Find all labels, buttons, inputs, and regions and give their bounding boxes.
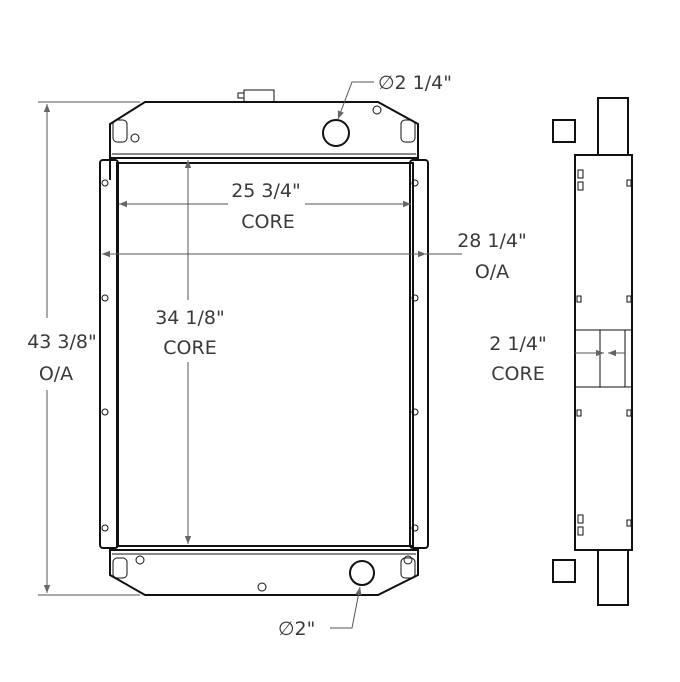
filler-neck — [243, 89, 275, 103]
core-height-note: CORE — [163, 337, 216, 359]
outlet-diameter-label: ∅2" — [278, 618, 315, 640]
outlet-circle — [349, 560, 375, 586]
top-tank — [109, 101, 419, 180]
core-width-label: 25 3/4" — [231, 180, 301, 202]
core-width-note: CORE — [241, 211, 294, 233]
core — [116, 162, 414, 547]
left-side-plate — [99, 159, 119, 549]
bottom-tank — [109, 549, 419, 596]
front-view — [99, 89, 429, 596]
upper-stub — [552, 119, 576, 143]
core-depth-label: 2 1/4" — [489, 333, 546, 355]
inlet-circle — [322, 119, 350, 147]
core-band — [574, 329, 633, 388]
overall-height-label: 43 3/8" — [27, 331, 97, 353]
core-depth-note: CORE — [491, 363, 544, 385]
overall-width-label: 28 1/4" — [457, 230, 527, 252]
side-view — [552, 97, 633, 606]
lower-stub — [552, 559, 576, 583]
overall-width-note: O/A — [475, 261, 509, 283]
overall-height-note: O/A — [39, 363, 73, 385]
inlet-diameter-label: ∅2 1/4" — [378, 72, 452, 94]
core-height-label: 34 1/8" — [155, 307, 225, 329]
right-side-plate — [409, 159, 429, 549]
dimension-lines — [38, 81, 625, 629]
